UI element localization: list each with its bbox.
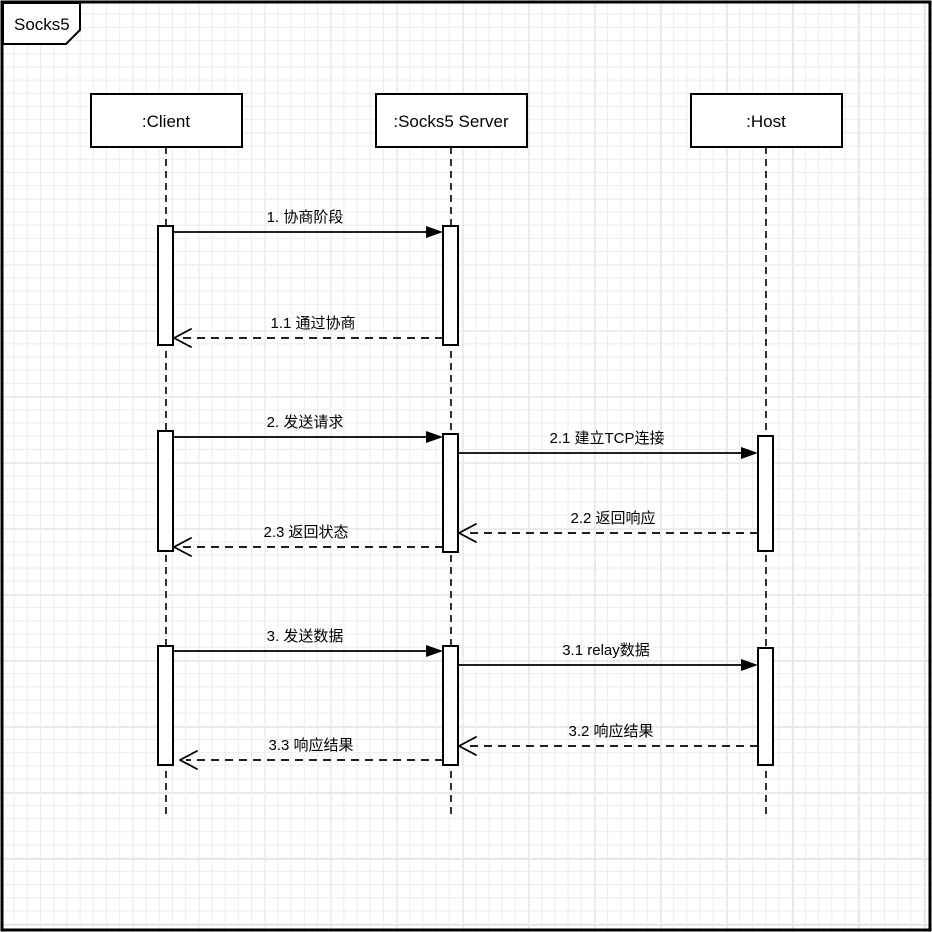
arrowhead-m3 xyxy=(426,645,443,657)
participant-label-host: :Host xyxy=(746,112,786,131)
message-label-m2_1: 2.1 建立TCP连接 xyxy=(549,430,664,447)
message-label-m1_1: 1.1 通过协商 xyxy=(270,315,355,332)
activation-bar-server-2 xyxy=(442,433,459,553)
arrowhead-m3_1 xyxy=(741,659,758,671)
message-label-m3_1: 3.1 relay数据 xyxy=(562,642,650,659)
arrowhead-m3_2 xyxy=(458,736,477,756)
activation-bar-host-2 xyxy=(757,647,774,766)
arrowhead-m1_1 xyxy=(173,328,192,348)
participant-box-server[interactable] xyxy=(375,93,528,148)
activation-bar-client-2 xyxy=(157,430,174,552)
participant-label-client: :Client xyxy=(142,112,190,131)
arrowhead-m2 xyxy=(426,431,443,443)
message-label-m1: 1. 协商阶段 xyxy=(267,209,344,226)
participant-box-client[interactable] xyxy=(90,93,243,148)
message-label-m3_3: 3.3 响应结果 xyxy=(268,736,353,754)
frame-label-text: Socks5 xyxy=(14,15,70,34)
arrowhead-m2_3 xyxy=(173,537,192,557)
arrowhead-m1 xyxy=(426,226,443,238)
message-label-m2: 2. 发送请求 xyxy=(267,414,344,431)
participant-label-server: :Socks5 Server xyxy=(393,112,509,131)
arrowhead-m2_1 xyxy=(741,447,758,459)
message-label-m3: 3. 发送数据 xyxy=(267,628,344,645)
activation-bar-client-1 xyxy=(157,225,174,346)
frame-label-tab xyxy=(2,2,81,45)
message-label-m2_2: 2.2 返回响应 xyxy=(570,509,655,527)
message-label-m2_3: 2.3 返回状态 xyxy=(263,524,348,541)
activation-bar-host-1 xyxy=(757,435,774,552)
arrowhead-m2_2 xyxy=(458,523,477,543)
activation-bar-server-3 xyxy=(442,645,459,766)
message-label-m3_2: 3.2 响应结果 xyxy=(568,722,653,740)
activation-bar-client-3 xyxy=(157,645,174,766)
arrowhead-m3_3 xyxy=(179,750,198,770)
activation-bar-server-1 xyxy=(442,225,459,346)
